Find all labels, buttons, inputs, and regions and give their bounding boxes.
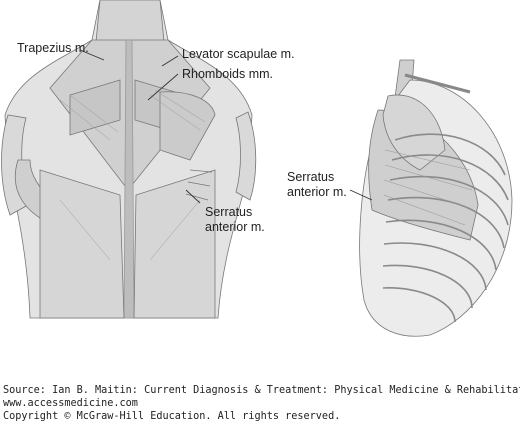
caption-url: www.accessmedicine.com [3, 398, 138, 409]
caption-copyright: Copyright © McGraw-Hill Education. All r… [3, 411, 341, 422]
label-serratus-back-line1: Serratus [205, 205, 253, 219]
side-view-ribs [382, 133, 509, 323]
label-serratus-side-line1: Serratus [287, 170, 335, 184]
label-rhomboids: Rhomboids mm. [182, 67, 273, 81]
label-serratus-side-line2: anterior m. [287, 185, 347, 199]
label-trapezius: Trapezius m. [17, 41, 89, 55]
label-serratus-back-line2: anterior m. [205, 220, 265, 234]
back-view-figure [1, 0, 257, 319]
back-view-leader-lines [79, 49, 201, 204]
anatomy-illustration [1, 0, 513, 337]
caption-source: Source: Ian B. Maitin: Current Diagnosis… [3, 385, 520, 396]
side-view-leader-line [349, 189, 373, 201]
label-levator-scapulae: Levator scapulae m. [182, 47, 295, 61]
serratus-slips [383, 149, 473, 226]
figure-caption: Source: Ian B. Maitin: Current Diagnosis… [3, 384, 520, 423]
